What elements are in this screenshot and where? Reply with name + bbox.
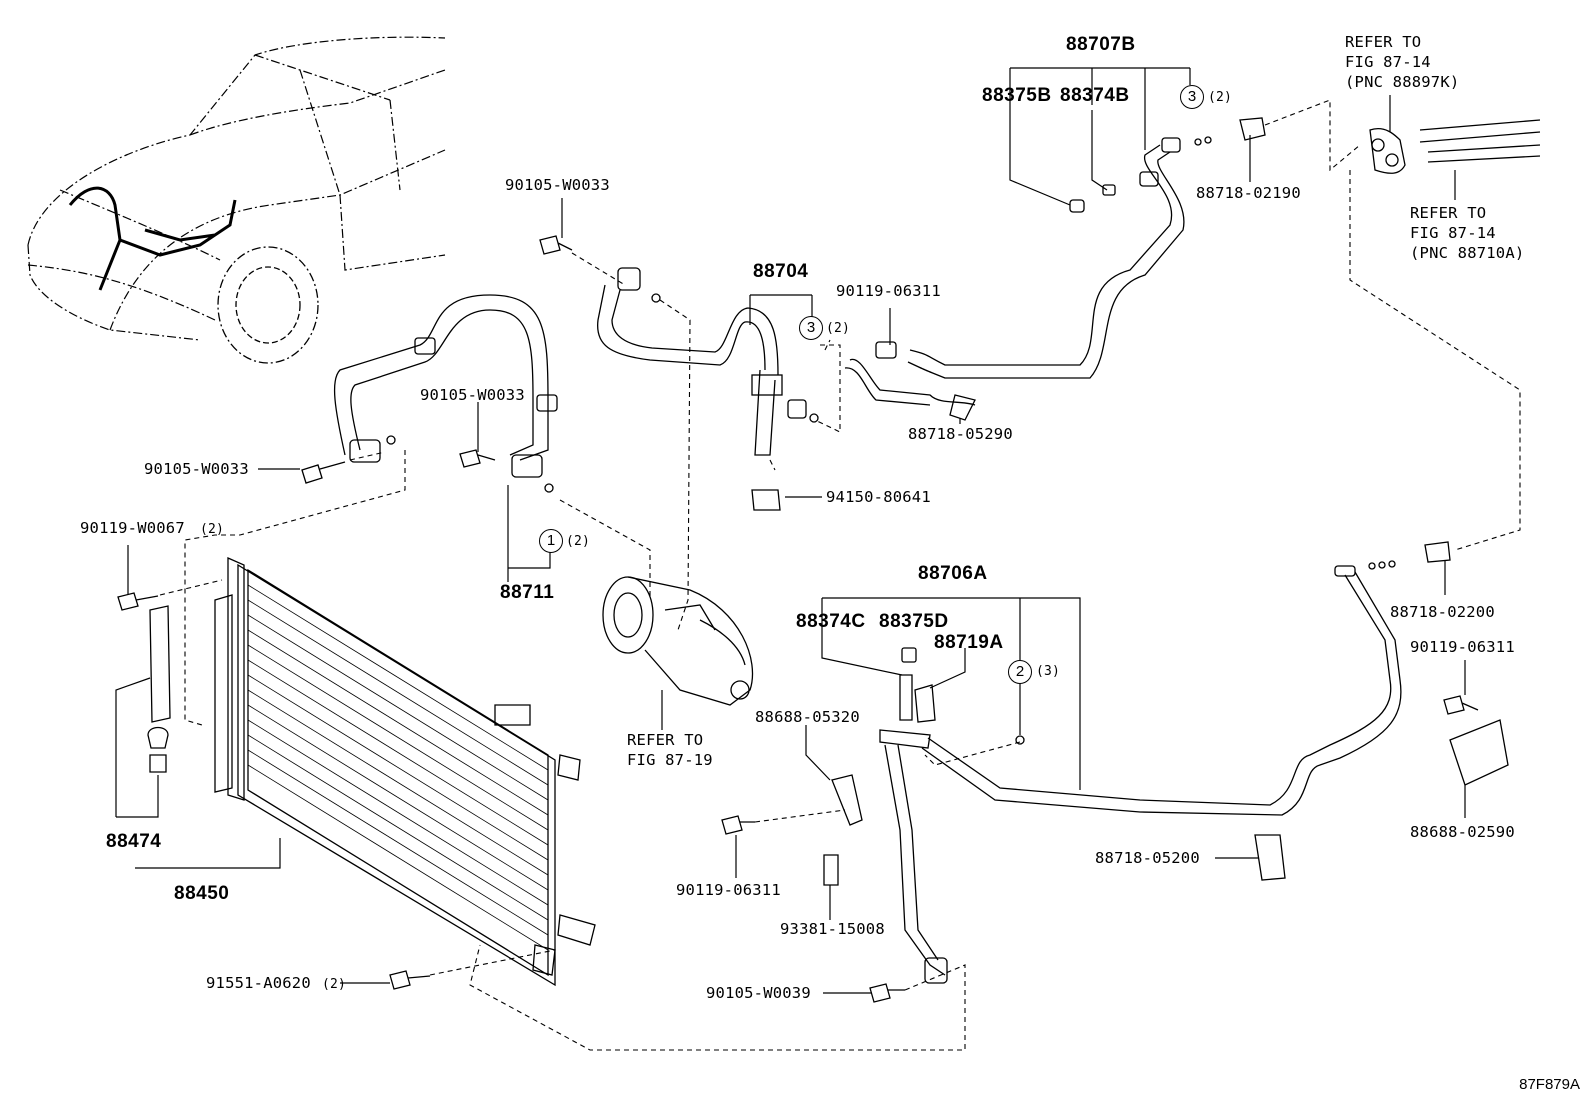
label-88374b: 88374B <box>1060 85 1130 106</box>
ref-compressor-line2: FIG 87-19 <box>627 751 713 769</box>
condenser-88450 <box>214 557 596 987</box>
ref-compressor-line1: REFER TO <box>627 731 704 749</box>
clamp-88718-05200 <box>1254 834 1286 881</box>
callout-3-top: 3 <box>1180 85 1204 109</box>
pipe-88707b <box>844 136 1212 421</box>
bolts <box>117 235 1479 1003</box>
callout-3-mid: 3 <box>799 316 823 340</box>
label-90119-06311-top: 90119-06311 <box>836 282 941 300</box>
ref-mid-line3: (PNC 88710A) <box>1410 244 1525 262</box>
label-90105-w0033-mid: 90105-W0033 <box>420 386 525 404</box>
label-88719a: 88719A <box>934 632 1004 653</box>
vehicle-ac-lines <box>68 186 237 291</box>
label-88718-02200: 88718-02200 <box>1390 603 1495 621</box>
qty-91551-a0620: (2) <box>322 977 347 992</box>
label-90105-w0033-left: 90105-W0033 <box>144 460 249 478</box>
qty-callout-3-mid: (2) <box>826 321 851 336</box>
hose-88711 <box>333 294 558 493</box>
pipe-88710a <box>1419 119 1541 163</box>
figure-code: 87F879A <box>1519 1076 1580 1093</box>
qty-callout-2: (3) <box>1036 664 1061 679</box>
label-91551-a0620: 91551-A0620 <box>206 974 311 992</box>
callout-1: 1 <box>539 529 563 553</box>
label-88707b: 88707B <box>1066 34 1136 55</box>
front-wheel <box>217 246 319 364</box>
label-88375d: 88375D <box>879 611 949 632</box>
label-90105-w0039: 90105-W0039 <box>706 984 811 1002</box>
label-90119-w0067: 90119-W0067 <box>80 519 185 537</box>
label-88706a: 88706A <box>918 563 988 584</box>
label-90105-w0033-top: 90105-W0033 <box>505 176 610 194</box>
label-94150-80641: 94150-80641 <box>826 488 931 506</box>
qty-callout-3-top: (2) <box>1208 90 1233 105</box>
label-88375b: 88375B <box>982 85 1052 106</box>
qty-90119-w0067: (2) <box>200 522 225 537</box>
label-88718-02190: 88718-02190 <box>1196 184 1301 202</box>
block-88897k <box>1369 128 1406 174</box>
fitting-88718-02190 <box>1239 117 1266 141</box>
label-88704: 88704 <box>753 261 809 282</box>
label-88688-05320: 88688-05320 <box>755 708 860 726</box>
label-90119-06311-center: 90119-06311 <box>676 881 781 899</box>
ref-mid-line1: REFER TO <box>1410 204 1487 222</box>
label-88374c: 88374C <box>796 611 866 632</box>
vehicle-outline <box>27 36 446 341</box>
label-88474: 88474 <box>106 831 162 852</box>
label-88711: 88711 <box>500 582 555 603</box>
label-88718-05200: 88718-05200 <box>1095 849 1200 867</box>
fitting-88718-02200 <box>1424 541 1451 563</box>
pipe-88706a <box>879 560 1402 984</box>
label-88450: 88450 <box>174 883 230 904</box>
label-88688-02590: 88688-02590 <box>1410 823 1515 841</box>
bracket-88688-05320 <box>831 774 863 826</box>
ref-top-line2: FIG 87-14 <box>1345 53 1431 71</box>
label-88718-05290: 88718-05290 <box>908 425 1013 443</box>
ref-top-line3: (PNC 88897K) <box>1345 73 1460 91</box>
bracket-88688-02590 <box>1449 719 1509 786</box>
ref-top-line1: REFER TO <box>1345 33 1422 51</box>
compressor <box>602 576 754 706</box>
ref-mid-line2: FIG 87-14 <box>1410 224 1496 242</box>
part-88474-bracket <box>149 605 171 723</box>
qty-callout-1: (2) <box>566 534 591 549</box>
label-93381-15008: 93381-15008 <box>780 920 885 938</box>
callout-2: 2 <box>1008 660 1032 684</box>
hose-88704 <box>596 267 819 456</box>
label-90119-06311-right: 90119-06311 <box>1410 638 1515 656</box>
